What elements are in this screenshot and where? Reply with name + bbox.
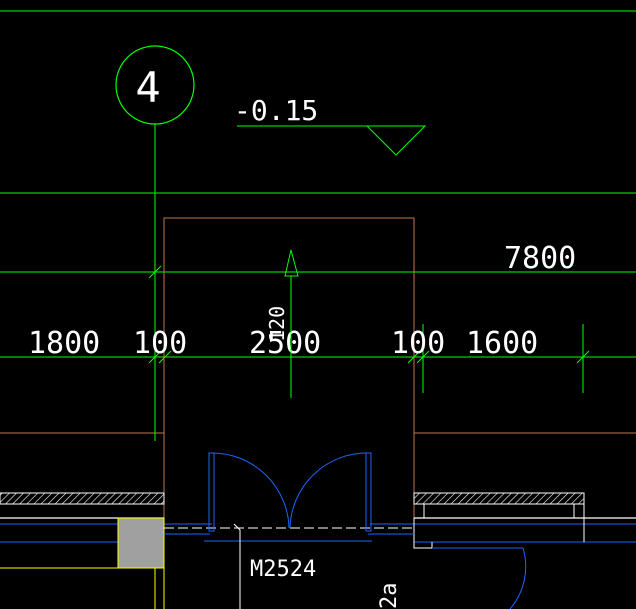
door-leaf-right (365, 452, 372, 532)
door-swing-arc-right (289, 452, 369, 529)
elevation-triangle-icon (365, 125, 427, 156)
lower-door-swing-arc (509, 547, 527, 609)
overall-dimension-text: 7800 (504, 241, 576, 276)
elevation-label: -0.15 (234, 94, 318, 127)
dimension-text-3: 2500 (249, 326, 321, 361)
door-leaf-left (208, 452, 215, 532)
entrance-canopy-outline (163, 217, 415, 518)
overall-dimension-tick (148, 265, 162, 279)
dimension-tick (148, 350, 162, 364)
partial-tag: 2a (377, 583, 402, 609)
dimension-text-5: 1600 (466, 326, 538, 361)
grid-axis-label: 4 (135, 63, 160, 112)
right-wall-step (413, 518, 433, 549)
structural-column (117, 517, 165, 569)
direction-arrow-icon (284, 249, 299, 277)
dimension-tick (158, 350, 172, 364)
dimension-text-2: 100 (133, 326, 187, 361)
dimension-text-1: 1800 (28, 326, 100, 361)
dimension-text-4: 100 (391, 326, 445, 361)
door-swing-arc-left (211, 452, 290, 529)
door-tag: M2524 (250, 557, 316, 582)
dimension-tick (576, 350, 590, 364)
door-tag-leader (233, 523, 241, 609)
left-wall-hatch (0, 492, 165, 505)
direction-arrow-label: 120 (265, 306, 289, 342)
right-wall-hatch (413, 492, 585, 505)
dimension-tick (416, 350, 430, 364)
dimension-tick (407, 350, 421, 364)
